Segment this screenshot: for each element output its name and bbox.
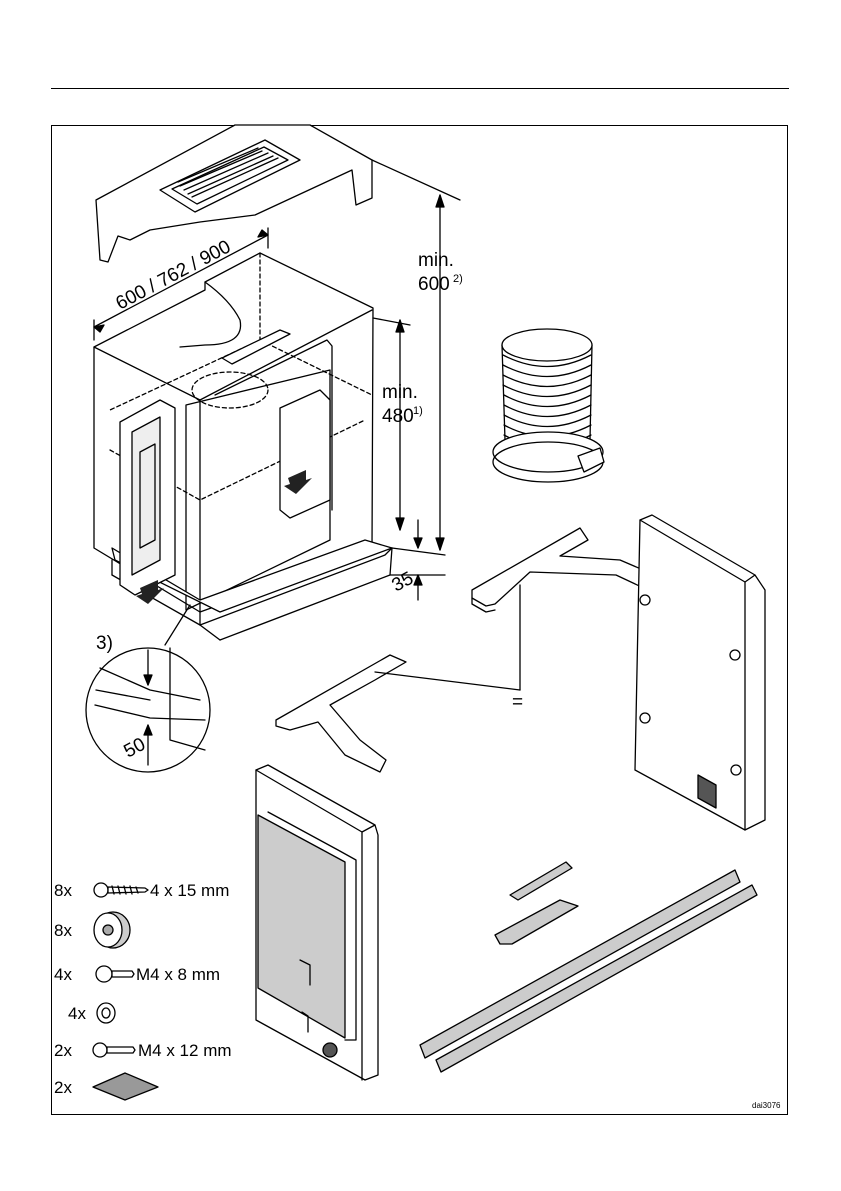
equal-sign: = — [512, 692, 523, 713]
plinth-gap-label: 35 — [388, 568, 417, 596]
part-spec-5: M4 x 12 mm — [138, 1041, 232, 1060]
detail-circle — [86, 605, 210, 772]
washer-icon — [97, 1003, 115, 1023]
part-qty-3: 4x — [54, 965, 72, 984]
side-panel-left — [256, 765, 378, 1080]
figure-code: dai3076 — [752, 1101, 781, 1110]
cabinet — [94, 253, 392, 640]
part-spec-3: M4 x 8 mm — [136, 965, 220, 984]
clip-parts — [495, 862, 578, 944]
outer-min-value: 600 — [418, 274, 450, 295]
mounting-bracket-lower — [276, 655, 406, 772]
part-spec-1: 4 x 15 mm — [150, 881, 229, 900]
wood-screw-icon — [94, 883, 148, 897]
inner-min-label: min. — [382, 382, 418, 403]
side-panel-right — [635, 515, 765, 830]
parts-icons — [93, 883, 158, 1100]
part-qty-1: 8x — [54, 881, 72, 900]
machine-screw-long-icon — [93, 1043, 135, 1057]
spacer-ring-icon — [94, 912, 130, 948]
inner-min-value: 480 — [382, 406, 414, 427]
outer-min-note: 2) — [453, 273, 463, 285]
part-qty-5: 2x — [54, 1041, 72, 1060]
machine-screw-icon — [96, 966, 134, 982]
part-qty-2: 8x — [54, 921, 72, 940]
outer-min-label: min. — [418, 250, 454, 271]
trim-rails — [420, 870, 757, 1072]
adhesive-pad-icon — [93, 1073, 158, 1100]
part-qty-6: 2x — [54, 1078, 72, 1097]
inner-min-note: 1) — [413, 405, 423, 417]
ceiling-vent-panel — [96, 125, 372, 262]
flexible-duct — [493, 329, 604, 482]
detail-note-label: 3) — [96, 633, 113, 654]
part-qty-4: 4x — [68, 1004, 86, 1023]
